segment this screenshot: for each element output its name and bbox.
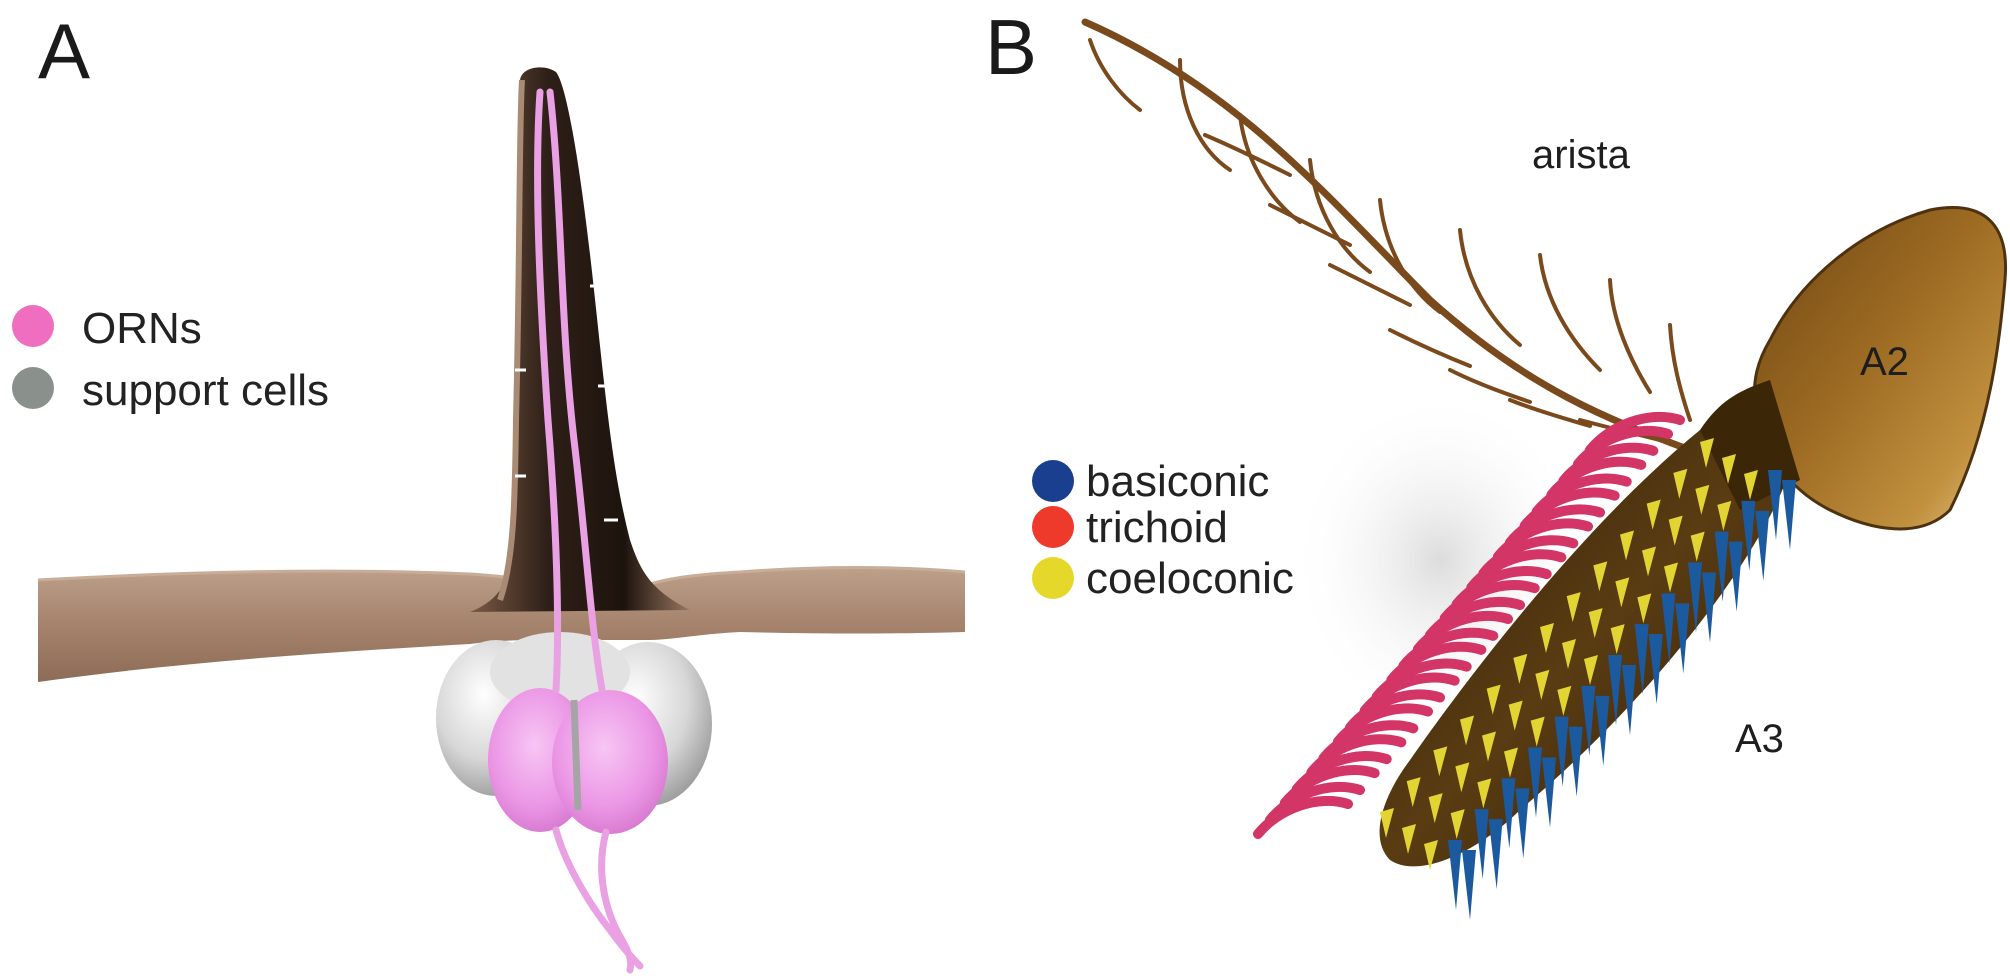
coeloconic-legend-label: coeloconic [1086,554,1294,603]
basiconic-legend-label: basiconic [1086,457,1269,506]
basiconic-sensillum [1489,819,1503,889]
basiconic-sensillum [1448,840,1462,910]
arista-label: arista [1532,133,1631,177]
basiconic-sensillum [1782,480,1796,550]
trichoid-legend-label: trichoid [1086,503,1228,552]
support-cells-legend-swatch [12,367,54,409]
orn-axons [556,830,640,970]
panel-b: B basiconic trichoid coeloconic [985,3,2006,920]
panel-b-legend: basiconic trichoid coeloconic [1032,457,1294,603]
orn-legend-label: ORNs [82,304,202,353]
orn-cell-bodies [488,688,668,834]
coeloconic-legend-swatch [1032,557,1074,599]
trichoid-sensillum [1258,801,1348,834]
panel-b-letter: B [985,3,1037,91]
basiconic-sensillum [1462,850,1476,920]
basiconic-sensillum [1515,788,1529,858]
panel-a: A ORNs support cells [12,7,965,970]
trichoid-legend-swatch [1032,506,1074,548]
sensillum-hair [470,67,690,612]
panel-a-letter: A [38,7,90,95]
basiconic-legend-swatch [1032,460,1074,502]
orn-legend-swatch [12,305,54,347]
basiconic-sensillum [1542,758,1556,828]
a2-label: A2 [1860,340,1909,384]
support-cells-legend-label: support cells [82,366,329,415]
arista [1085,22,1690,450]
a3-label: A3 [1735,717,1784,761]
panel-a-legend: ORNs support cells [12,304,329,415]
basiconic-sensillum [1755,511,1769,581]
